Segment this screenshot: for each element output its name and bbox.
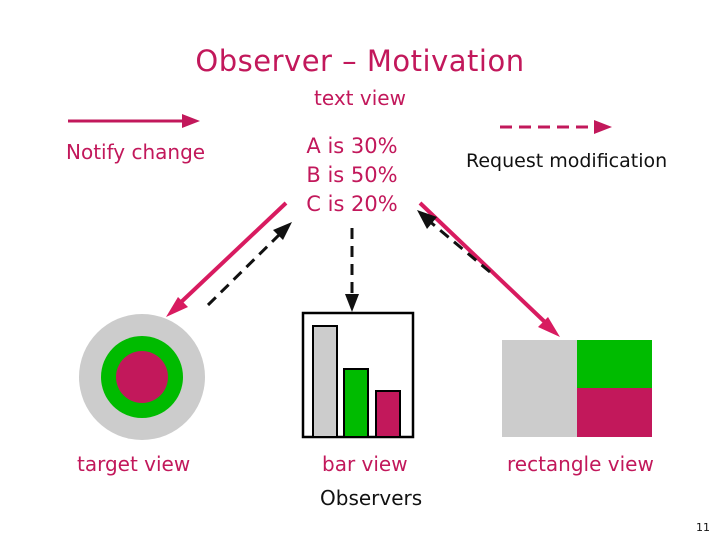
target-arrow-icon — [166, 201, 288, 317]
bar-arrow-icon — [345, 228, 359, 312]
bar-view-graphic — [301, 311, 415, 439]
text-view-content: A is 30% B is 50% C is 20% — [293, 132, 411, 219]
request-arrow-icon — [500, 120, 612, 134]
text-view-line-a: A is 30% — [306, 134, 398, 158]
request-modification-label: Request modification — [466, 150, 668, 172]
text-view-line-b: B is 50% — [306, 163, 398, 187]
text-view-line-c: C is 20% — [306, 192, 398, 216]
notify-arrow-icon — [68, 114, 200, 128]
text-view-label: text view — [314, 86, 406, 110]
rectangle-view-label: rectangle view — [507, 452, 654, 476]
rectangle-view-graphic — [502, 340, 652, 437]
observers-label: Observers — [320, 486, 423, 510]
target-view-label: target view — [77, 452, 191, 476]
up-arrow-right-icon — [417, 210, 491, 274]
up-arrow-icon — [206, 222, 292, 307]
target-view-graphic — [79, 314, 205, 440]
page-title: Observer – Motivation — [195, 44, 525, 78]
notify-change-label: Notify change — [66, 140, 206, 164]
bar-view-label: bar view — [322, 452, 408, 476]
rect-arrow-icon — [418, 201, 560, 337]
page-number: 11 — [696, 521, 710, 534]
